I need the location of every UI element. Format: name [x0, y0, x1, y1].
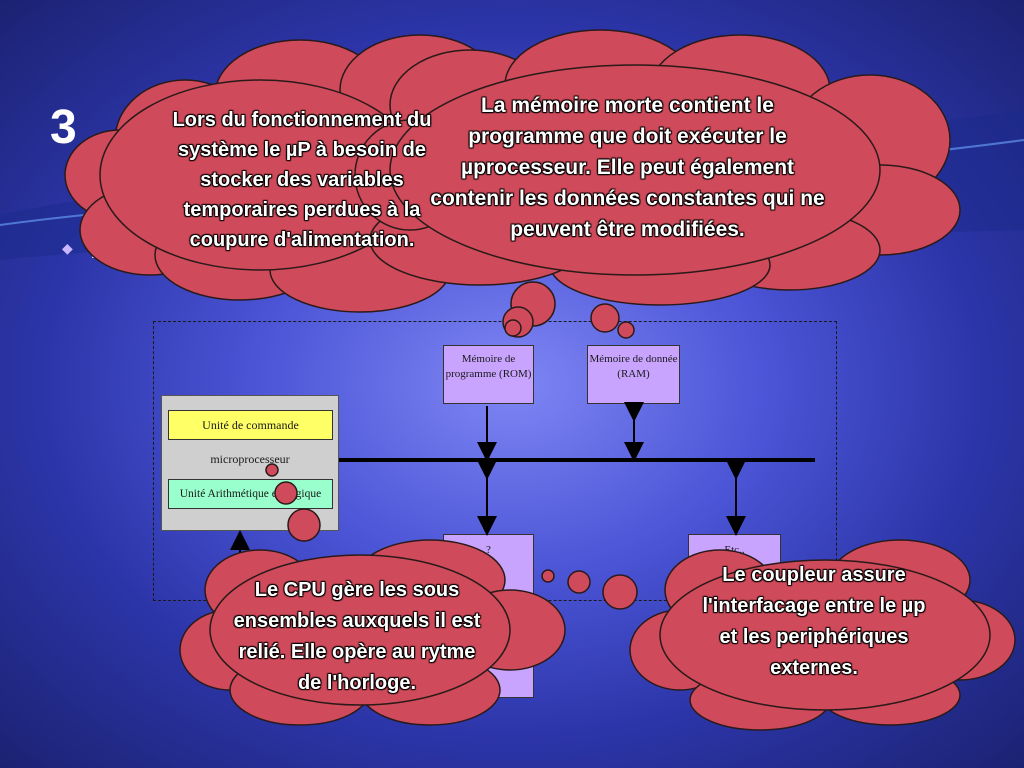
coupler-callout-cloud: [541, 539, 1016, 731]
cpu-callout-cloud: [179, 463, 566, 726]
cpu-callout-text: Le CPU gère les sous ensembles auxquels …: [233, 579, 481, 694]
control-unit-box: Unité de commande: [168, 410, 333, 440]
rom-callout-text: La mémoire morte contient le programme q…: [430, 94, 825, 241]
bullet-diamond-icon: ◆: [62, 240, 73, 256]
rom-box: Mémoire de programme (ROM): [443, 345, 534, 404]
ram-callout-cloud: [64, 34, 501, 313]
coupler-label: ?: [486, 544, 491, 556]
rom-label: Mémoire de programme (ROM): [445, 353, 532, 380]
microprocessor-label: microprocesseur: [210, 452, 290, 466]
ram-callout-text: Lors du fonctionnement du système le µP …: [172, 109, 432, 251]
coupler-callout-text: Le coupleur assure l'interfacage entre l…: [702, 564, 926, 679]
alu-box: Unité Arithmétique et Logique: [168, 479, 333, 509]
slide-title: 3: [50, 101, 77, 154]
rom-callout-cloud: [354, 29, 961, 339]
ram-label: Mémoire de donnée (RAM): [589, 353, 678, 380]
